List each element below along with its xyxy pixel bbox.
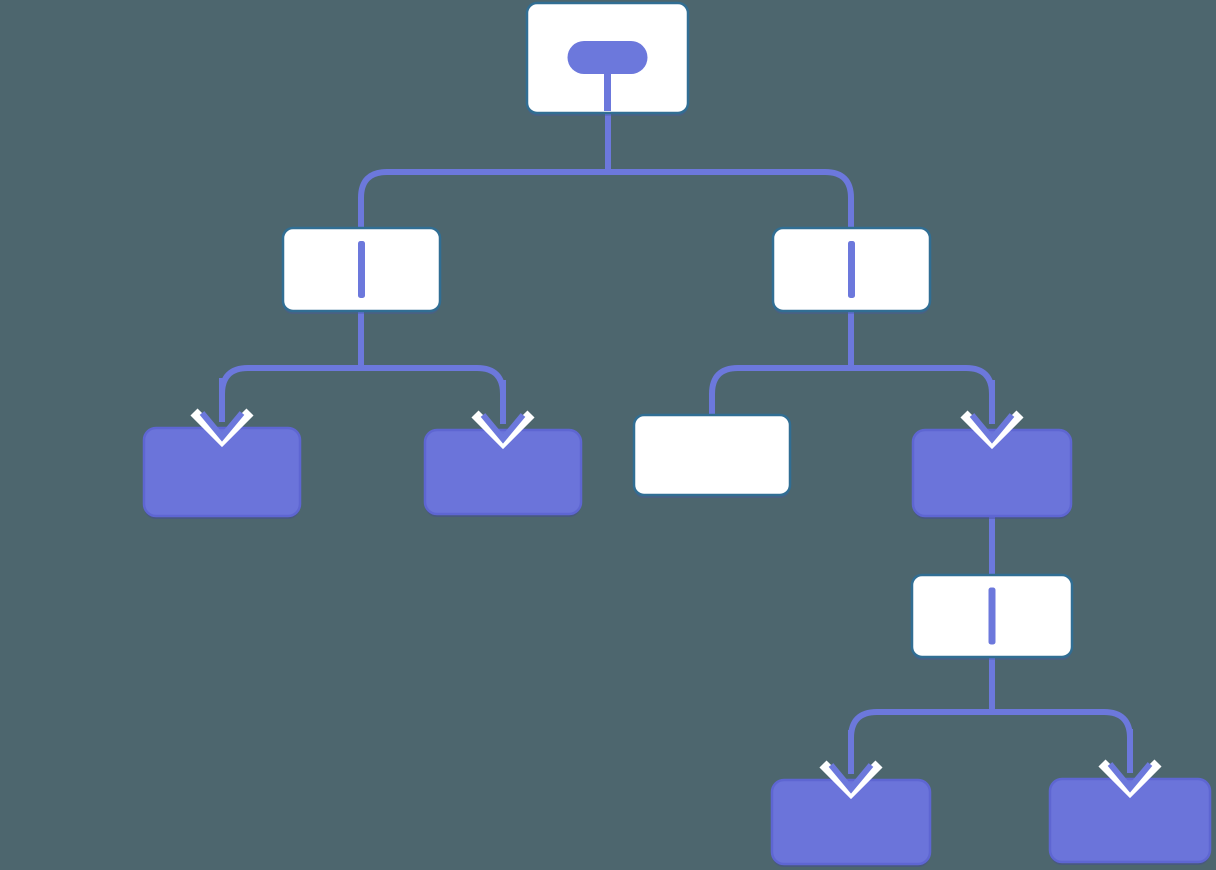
edge-root-to-branches [358, 169, 854, 230]
arrowhead-down-icon [1107, 762, 1153, 793]
collapsed-chevron-icon[interactable] [1098, 729, 1162, 799]
mindmap-node-leaf-collapsed-1[interactable] [142, 426, 302, 518]
mindmap-node-leaf-collapsed-3[interactable] [911, 428, 1073, 518]
arrowhead-down-icon [480, 413, 526, 444]
root-pill-stem [604, 72, 611, 111]
root-pill-icon [567, 41, 648, 111]
edge-branchright-to-leaves [709, 309, 995, 422]
collapsed-chevron-icon[interactable] [819, 730, 883, 800]
passthrough-line-icon [988, 587, 996, 645]
node-layer [142, 1, 1212, 867]
arrowhead-down-icon [199, 411, 245, 442]
arrowhead-down-icon [828, 763, 874, 794]
collapsed-chevron-icon[interactable] [960, 380, 1024, 450]
arrowhead-down-icon [969, 413, 1015, 444]
collapsed-chevron-icon[interactable] [190, 378, 254, 448]
mindmap-node-leaf-collapsed-5[interactable] [1048, 777, 1212, 864]
mindmap-node-leaf-collapsed-2[interactable] [423, 428, 583, 516]
icon-layer [190, 41, 1162, 800]
passthrough-line-icon [358, 241, 365, 298]
edge-branchlower-to-leaves [848, 655, 1133, 772]
mindmap-node-leaf-empty[interactable] [632, 413, 792, 497]
collapsed-chevron-icon[interactable] [471, 380, 535, 450]
root-pill-shape [567, 41, 648, 74]
mindmap-node-leaf-collapsed-4[interactable] [770, 778, 932, 866]
edge-branchleft-to-leaves [219, 309, 506, 422]
passthrough-line-icon [848, 241, 855, 298]
